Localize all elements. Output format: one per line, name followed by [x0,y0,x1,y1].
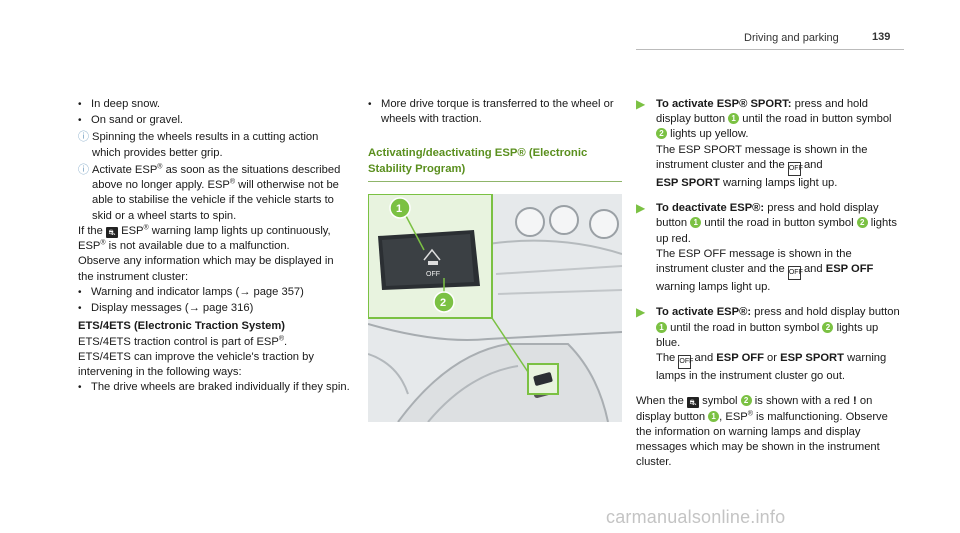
button-off-label: OFF [426,271,440,278]
info-icon: ⓘ [78,163,89,176]
dashboard-figure: OFF 1 2 [368,194,622,423]
instruction-step: ▶ To deactivate ESP®: press and hold dis… [636,201,904,295]
bullet-icon: • [78,99,82,110]
esp-off-icon: OFF [787,266,803,281]
bullet-icon: • [78,115,82,127]
arrow-icon: ▶ [636,97,646,111]
heading: ETS/4ETS (Electronic Traction System) [78,320,286,333]
note: ⓘ Activate ESP® as soon as the situation… [78,163,350,224]
callout-2: 2 [440,297,446,309]
list-item: •Warning and indicator lamps (→ page 357… [78,285,350,300]
column-2: •More drive torque is transferred to the… [368,97,622,423]
paragraph: ETS/4ETS can improve the vehicle's tract… [78,350,314,378]
header-rule [636,49,904,50]
list-item: •More drive torque is transferred to the… [368,97,622,127]
list-item: •Display messages (→ page 316) [78,301,350,316]
bullet-icon: • [78,303,82,315]
arrow-icon: ▶ [636,305,646,320]
bullet-icon: • [368,99,372,110]
paragraph: If the ⛐ ESP® warning lamp lights up con… [78,224,331,253]
paragraph: ETS/4ETS traction control is part of ESP… [78,334,288,348]
bullet-icon: • [78,382,82,394]
list-item: •On sand or gravel. [78,113,350,128]
instruction-step: ▶ To activate ESP®: press and hold displ… [636,305,904,384]
esp-warning-icon: ⛐ [687,397,699,409]
header-title: Driving and parking [744,32,839,44]
list-item: •In deep snow. [78,97,350,112]
paragraph: Observe any information which may be dis… [78,255,334,283]
callout-1: 1 [396,203,402,215]
esp-warning-icon: ⛐ [106,226,118,238]
column-3: ▶ To activate ESP® SPORT: press and hold… [636,97,904,470]
arrow-icon: ▶ [636,201,646,216]
paragraph: When the ⛐ symbol 2 is shown with a red … [636,395,888,469]
esp-off-icon: OFF [678,355,693,370]
instruction-step: ▶ To activate ESP® SPORT: press and hold… [636,97,904,191]
watermark: carmanualsonline.info [606,507,786,527]
section-title: Activating/deactivating ESP® (Electronic… [368,146,622,183]
info-icon: ⓘ [78,131,89,144]
esp-off-icon: OFF [787,161,803,176]
page-number: 139 [872,31,891,43]
bullet-icon: • [78,286,82,298]
list-item: •The drive wheels are braked individuall… [78,380,350,395]
dashboard-illustration: OFF 1 2 [368,194,622,423]
